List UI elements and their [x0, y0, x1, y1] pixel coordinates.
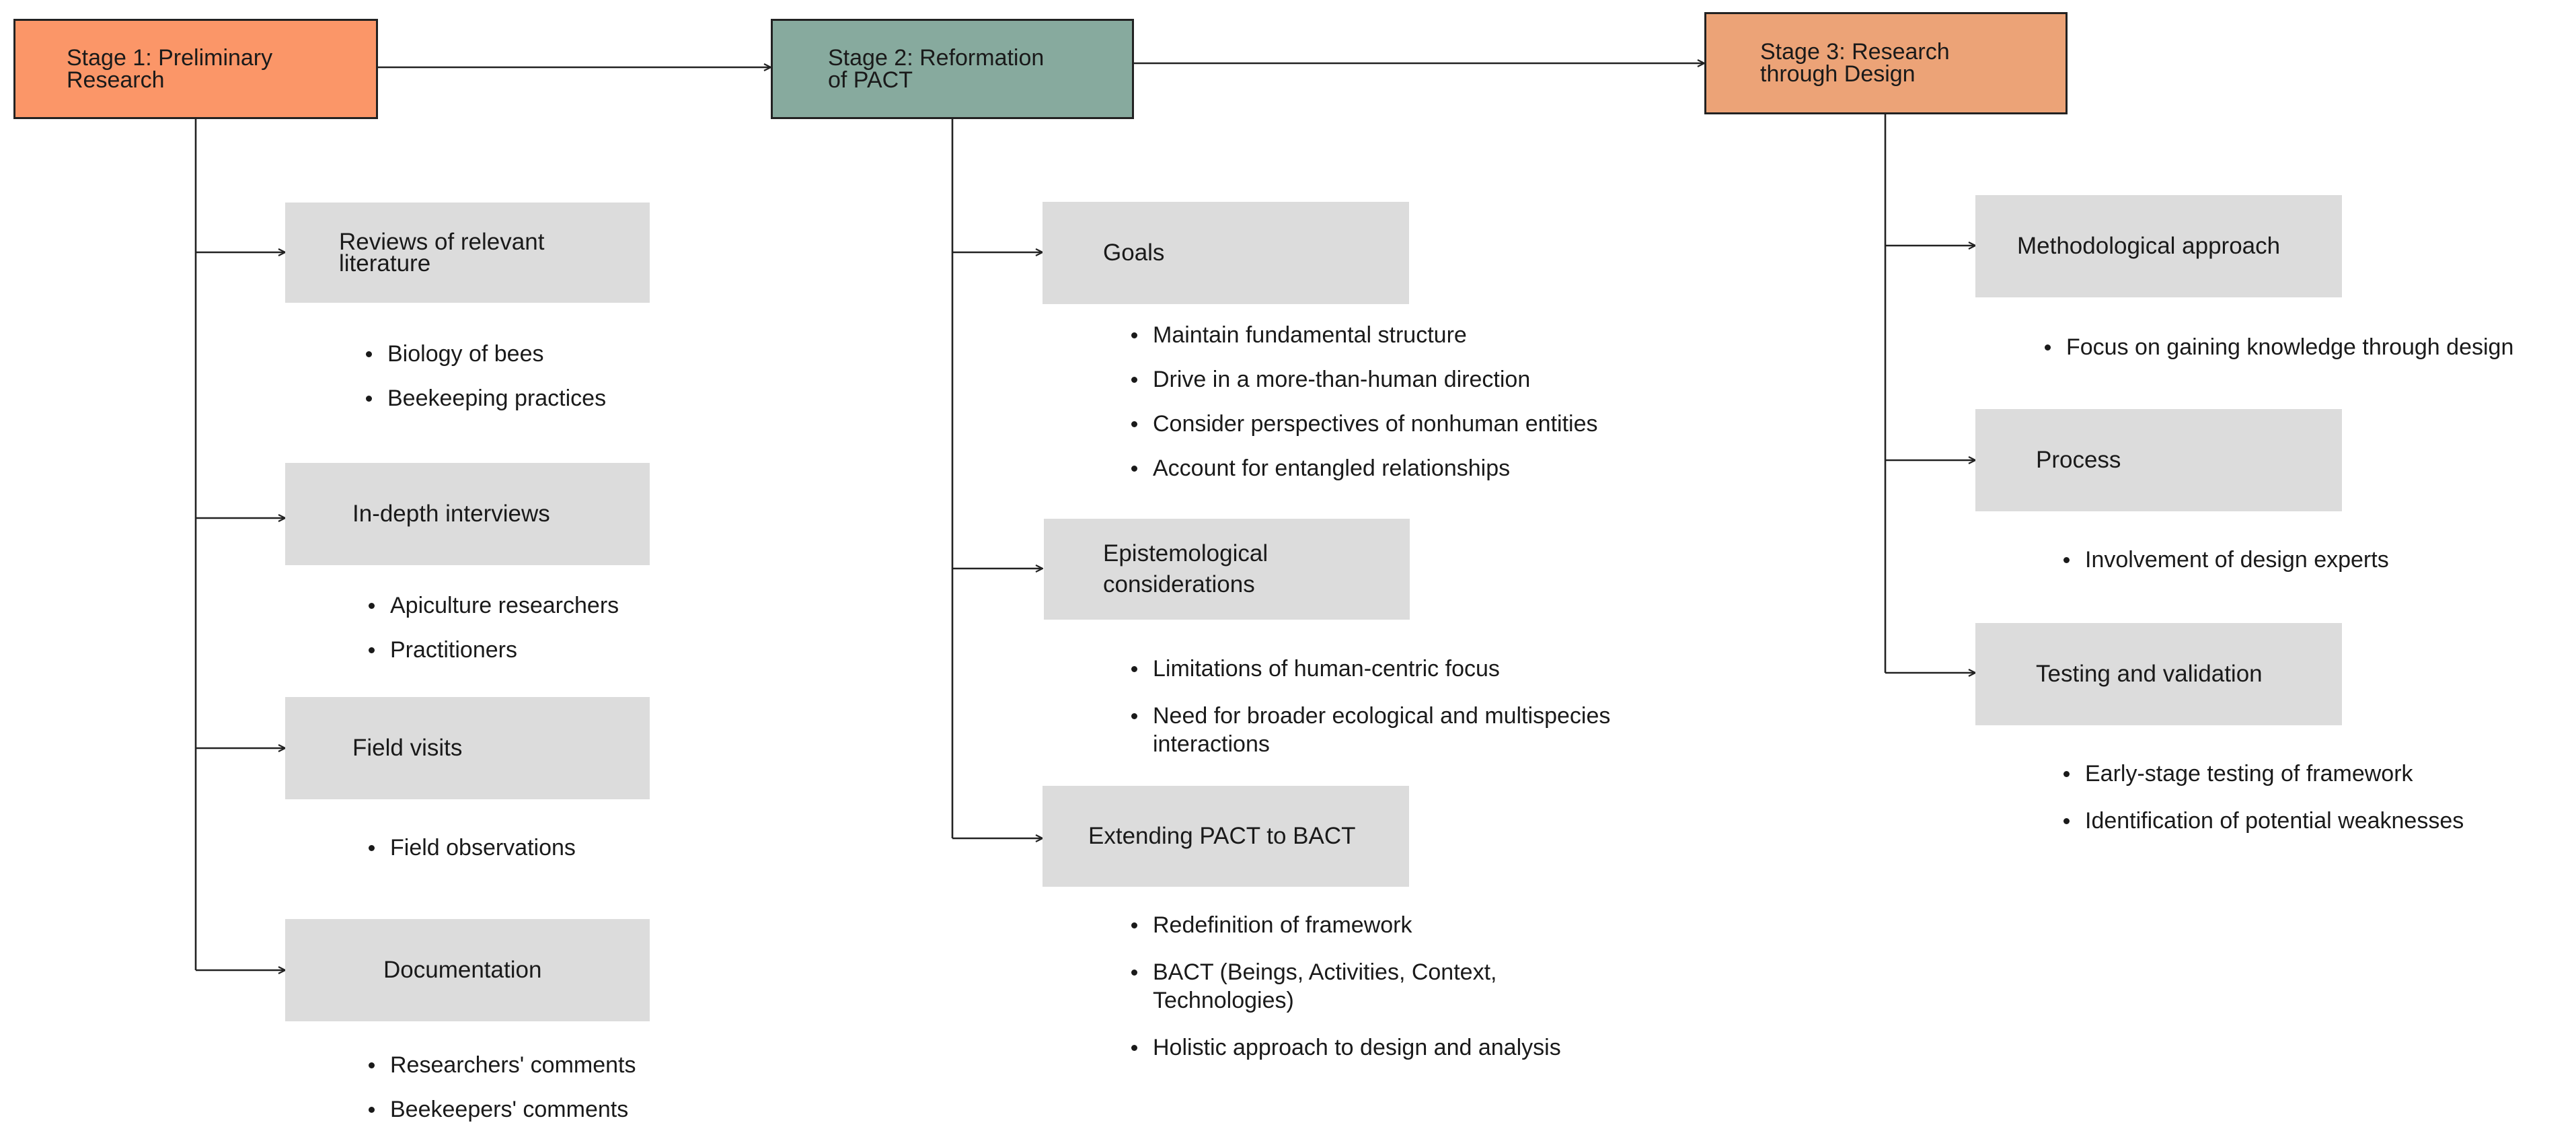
stage2-item-epistemological-title: Epistemological considerations [1103, 540, 1268, 597]
stage1-item-interviews-box: In-depth interviews [285, 463, 650, 565]
stage3-item-testing-bullets: Early-stage testing of framework Identif… [2059, 760, 2464, 835]
stage1-item-fieldvisits-bullets: Field observations [365, 834, 576, 862]
stage3-item-testing-box: Testing and validation [1975, 623, 2342, 725]
bullet: Biology of bees [362, 340, 606, 368]
bullet: Redefinition of framework [1127, 911, 1571, 939]
bullet: Field observations [365, 834, 576, 862]
stage1-item-documentation-title: Documentation [383, 957, 542, 983]
bullet: Involvement of design experts [2059, 546, 2389, 574]
bullet: Need for broader ecological and multispe… [1127, 702, 1679, 758]
stage3-item-methodological-bullets: Focus on gaining knowledge through desig… [2041, 333, 2513, 361]
stage3-item-methodological-title: Methodological approach [2017, 233, 2281, 259]
bullet: Beekeepers' comments [365, 1095, 636, 1124]
bullet: Drive in a more-than-human direction [1127, 365, 1598, 394]
stage1-item-fieldvisits-title: Field visits [352, 735, 463, 761]
stage2-title: Stage 2: Reformation of PACT [828, 44, 1045, 93]
bullet: Limitations of human-centric focus [1127, 655, 1679, 683]
stage2-item-extending-title: Extending PACT to BACT [1088, 823, 1356, 849]
stage3-item-methodological-box: Methodological approach [1975, 195, 2342, 297]
stage1-item-documentation-bullets: Researchers' comments Beekeepers' commen… [365, 1051, 636, 1124]
stage1-item-interviews-title: In-depth interviews [352, 501, 550, 527]
bullet: Focus on gaining knowledge through desig… [2041, 333, 2513, 361]
bullet: Maintain fundamental structure [1127, 321, 1598, 349]
stage2-item-goals-title: Goals [1103, 240, 1165, 266]
bullet: Account for entangled relationships [1127, 454, 1598, 482]
bullet: Researchers' comments [365, 1051, 636, 1079]
stage2-item-goals-bullets: Maintain fundamental structure Drive in … [1127, 321, 1598, 482]
stage3-box: Stage 3: Research through Design [1704, 12, 2068, 114]
bullet: Beekeeping practices [362, 384, 606, 412]
bullet: Apiculture researchers [365, 591, 619, 620]
bullet: Practitioners [365, 636, 619, 664]
stage3-item-testing-title: Testing and validation [2036, 661, 2263, 687]
stage1-box: Stage 1: Preliminary Research [13, 19, 378, 119]
stage1-item-documentation-box: Documentation [285, 919, 650, 1021]
stage1-item-interviews-bullets: Apiculture researchers Practitioners [365, 591, 619, 664]
stage3-item-process-bullets: Involvement of design experts [2059, 546, 2389, 574]
stage2-item-extending-box: Extending PACT to BACT [1043, 786, 1409, 887]
stage1-item-literature-title: Reviews of relevant literature [339, 228, 545, 277]
stage2-item-goals-box: Goals [1043, 202, 1409, 304]
bullet: BACT (Beings, Activities, Context, Techn… [1127, 958, 1571, 1015]
stage3-item-process-box: Process [1975, 409, 2342, 511]
stage2-item-epistemological-box: Epistemological considerations [1044, 519, 1410, 620]
stage1-item-literature-bullets: Biology of bees Beekeeping practices [362, 340, 606, 412]
bullet: Holistic approach to design and analysis [1127, 1033, 1571, 1062]
stage3-title: Stage 3: Research through Design [1760, 39, 1950, 87]
bullet: Early-stage testing of framework [2059, 760, 2464, 788]
bullet: Identification of potential weaknesses [2059, 807, 2464, 835]
stage2-box: Stage 2: Reformation of PACT [771, 19, 1134, 119]
stage2-item-extending-bullets: Redefinition of framework BACT (Beings, … [1127, 911, 1571, 1062]
stage3-item-process-title: Process [2036, 447, 2121, 473]
stage1-item-literature-box: Reviews of relevant literature [285, 203, 650, 303]
bullet: Consider perspectives of nonhuman entiti… [1127, 410, 1598, 438]
stage1-item-fieldvisits-box: Field visits [285, 697, 650, 799]
stage2-item-epistemological-bullets: Limitations of human-centric focus Need … [1127, 655, 1679, 758]
stage1-title: Stage 1: Preliminary Research [67, 44, 273, 93]
